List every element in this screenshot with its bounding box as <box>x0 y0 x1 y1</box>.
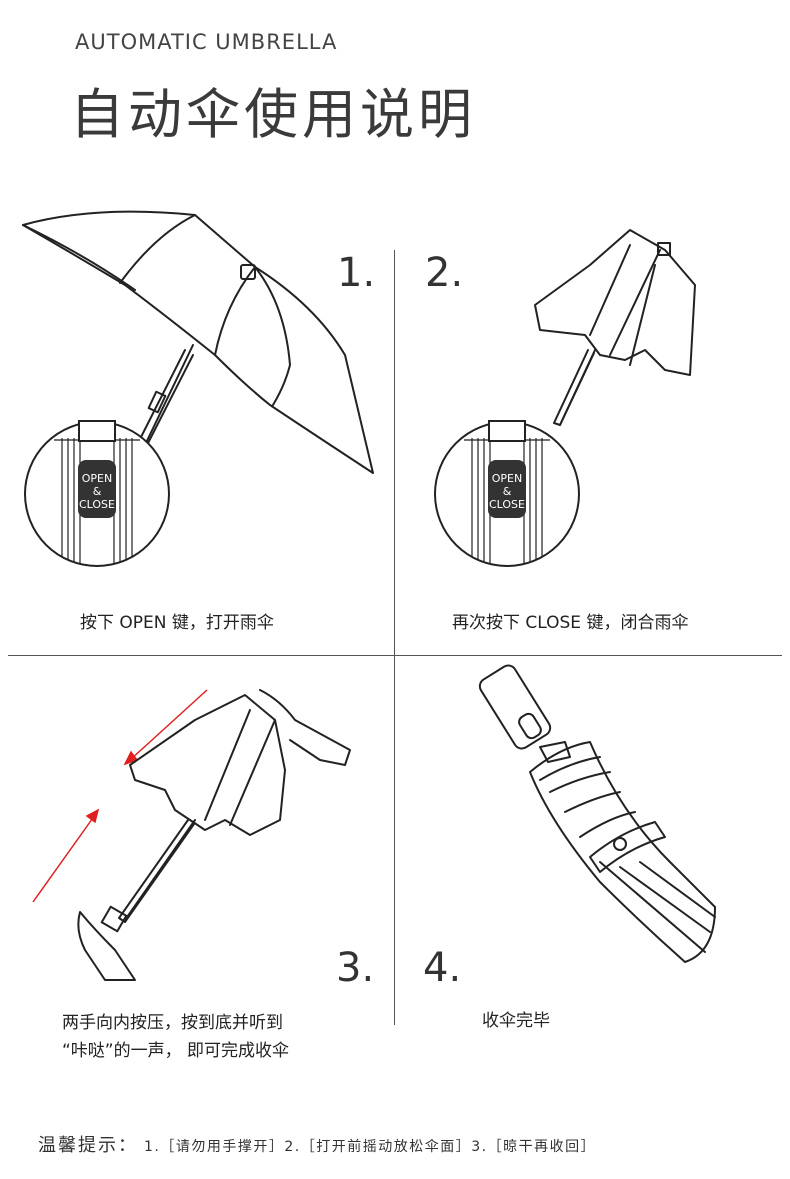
subtitle: AUTOMATIC UMBRELLA <box>75 30 338 54</box>
step-caption-2: 再次按下 CLOSE 键，闭合雨伞 <box>452 613 689 633</box>
press-close-illustration <box>32 689 351 981</box>
step-caption-4: 收伞完毕 <box>482 1011 550 1031</box>
vertical-divider <box>394 250 395 1025</box>
step-number-3: 3. <box>336 945 375 991</box>
button-closeup-1: OPEN & CLOSE <box>24 420 170 567</box>
button-closeup-2: OPEN & CLOSE <box>434 420 580 567</box>
step-caption-3-line2: “咔哒”的一声， 即可完成收伞 <box>62 1041 290 1061</box>
badge-open-2: OPEN <box>492 472 522 485</box>
step-caption-3-line1: 两手向内按压，按到底并听到 <box>62 1013 283 1033</box>
page-title: 自动伞使用说明 <box>70 83 476 146</box>
closing-umbrella-illustration <box>534 229 696 426</box>
step-number-2: 2. <box>425 250 464 296</box>
step-number-4: 4. <box>423 945 462 991</box>
badge-close-1: CLOSE <box>79 498 115 511</box>
badge-close-2: CLOSE <box>489 498 525 511</box>
badge-amp-2: & <box>503 485 512 498</box>
badge-open-1: OPEN <box>82 472 112 485</box>
tips-label: 温馨提示： <box>38 1135 138 1156</box>
open-umbrella-illustration <box>22 210 374 474</box>
tips-items: 1.［请勿用手撑开］2.［打开前摇动放松伞面］3.［晾干再收回］ <box>144 1139 597 1155</box>
step-caption-1: 按下 OPEN 键，打开雨伞 <box>80 613 274 633</box>
horizontal-divider <box>8 655 782 656</box>
folded-umbrella-illustration <box>478 664 716 963</box>
step-number-1: 1. <box>337 250 376 296</box>
badge-amp-1: & <box>93 485 102 498</box>
tips: 温馨提示： 1.［请勿用手撑开］2.［打开前摇动放松伞面］3.［晾干再收回］ <box>38 1131 596 1157</box>
